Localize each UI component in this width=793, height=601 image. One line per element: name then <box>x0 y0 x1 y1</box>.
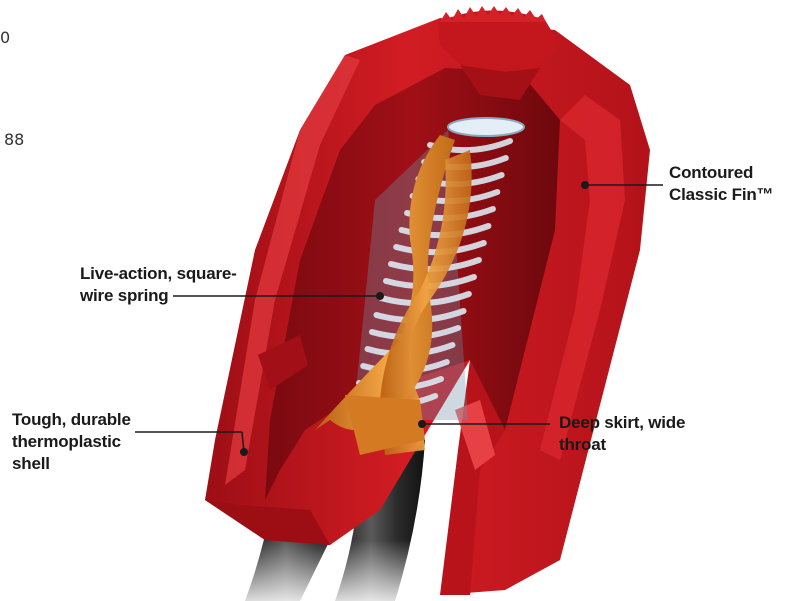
spring-dot <box>376 292 384 300</box>
callout-shell-line3: shell <box>12 453 131 475</box>
callout-spring: Live-action, square- wire spring <box>80 263 237 307</box>
callout-skirt-line1: Deep skirt, wide <box>559 412 685 434</box>
callout-fin: Contoured Classic Fin™ <box>669 162 773 206</box>
callout-fin-line1: Contoured <box>669 162 773 184</box>
callout-spring-line2: wire spring <box>80 285 237 307</box>
edge-fragment-middle: 88 <box>4 130 24 149</box>
cable-fade <box>230 540 450 601</box>
shell-dot <box>240 448 248 456</box>
callout-spring-line1: Live-action, square- <box>80 263 237 285</box>
callout-shell-line1: Tough, durable <box>12 409 131 431</box>
fin-dot <box>581 181 589 189</box>
callout-shell: Tough, durable thermoplastic shell <box>12 409 131 475</box>
callout-fin-line2: Classic Fin™ <box>669 184 773 206</box>
edge-fragment-top: 0 <box>0 28 10 47</box>
callout-skirt-line2: throat <box>559 434 685 456</box>
callout-skirt: Deep skirt, wide throat <box>559 412 685 456</box>
callout-shell-line2: thermoplastic <box>12 431 131 453</box>
skirt-dot <box>418 420 426 428</box>
